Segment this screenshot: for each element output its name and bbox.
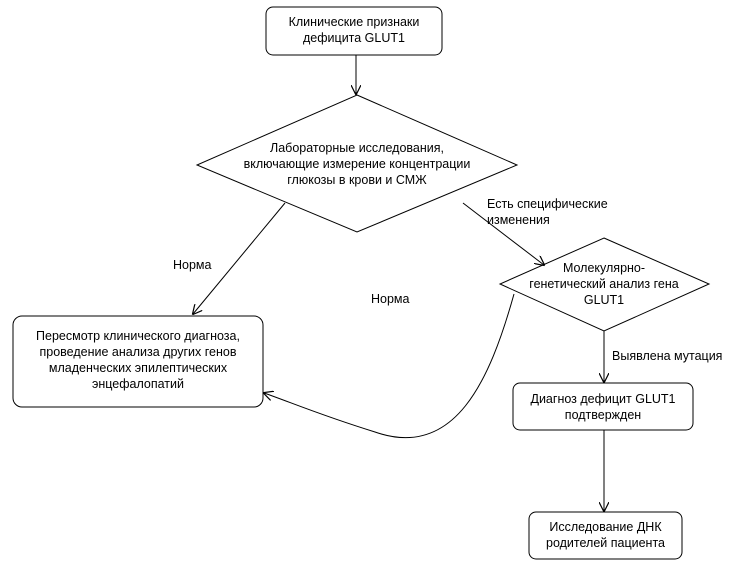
molecular-analysis-label: Молекулярно- генетический анализ гена GL… xyxy=(529,261,679,307)
arrow-lab-to-molecular xyxy=(462,202,544,265)
arrow-molecular-to-review xyxy=(264,293,515,439)
edge-label-mutation-found: Выявлена мутация xyxy=(612,349,723,363)
start-node xyxy=(265,6,443,56)
parents-dna-label: Исследование ДНК родителей пациента xyxy=(546,520,665,550)
start-node-label: Клинические признаки дефицита GLUT1 xyxy=(288,15,420,45)
review-diagnosis-node xyxy=(12,315,264,408)
review-diagnosis-label: Пересмотр клинического диагноза, проведе… xyxy=(36,329,240,391)
parents-dna-node xyxy=(528,511,683,560)
diagnosis-confirmed-label: Диагноз дефицит GLUT1 подтвержден xyxy=(530,392,676,422)
edge-label-norma-2: Норма xyxy=(371,292,410,306)
lab-tests-label: Лабораторные исследования, включающие из… xyxy=(243,141,471,187)
edge-label-specific-changes: Есть специфические изменения xyxy=(487,197,608,227)
diagnosis-confirmed-node xyxy=(512,382,694,431)
arrow-lab-to-review xyxy=(193,202,286,314)
edge-label-norma-1: Норма xyxy=(173,258,212,272)
lab-tests-decision xyxy=(195,94,519,233)
